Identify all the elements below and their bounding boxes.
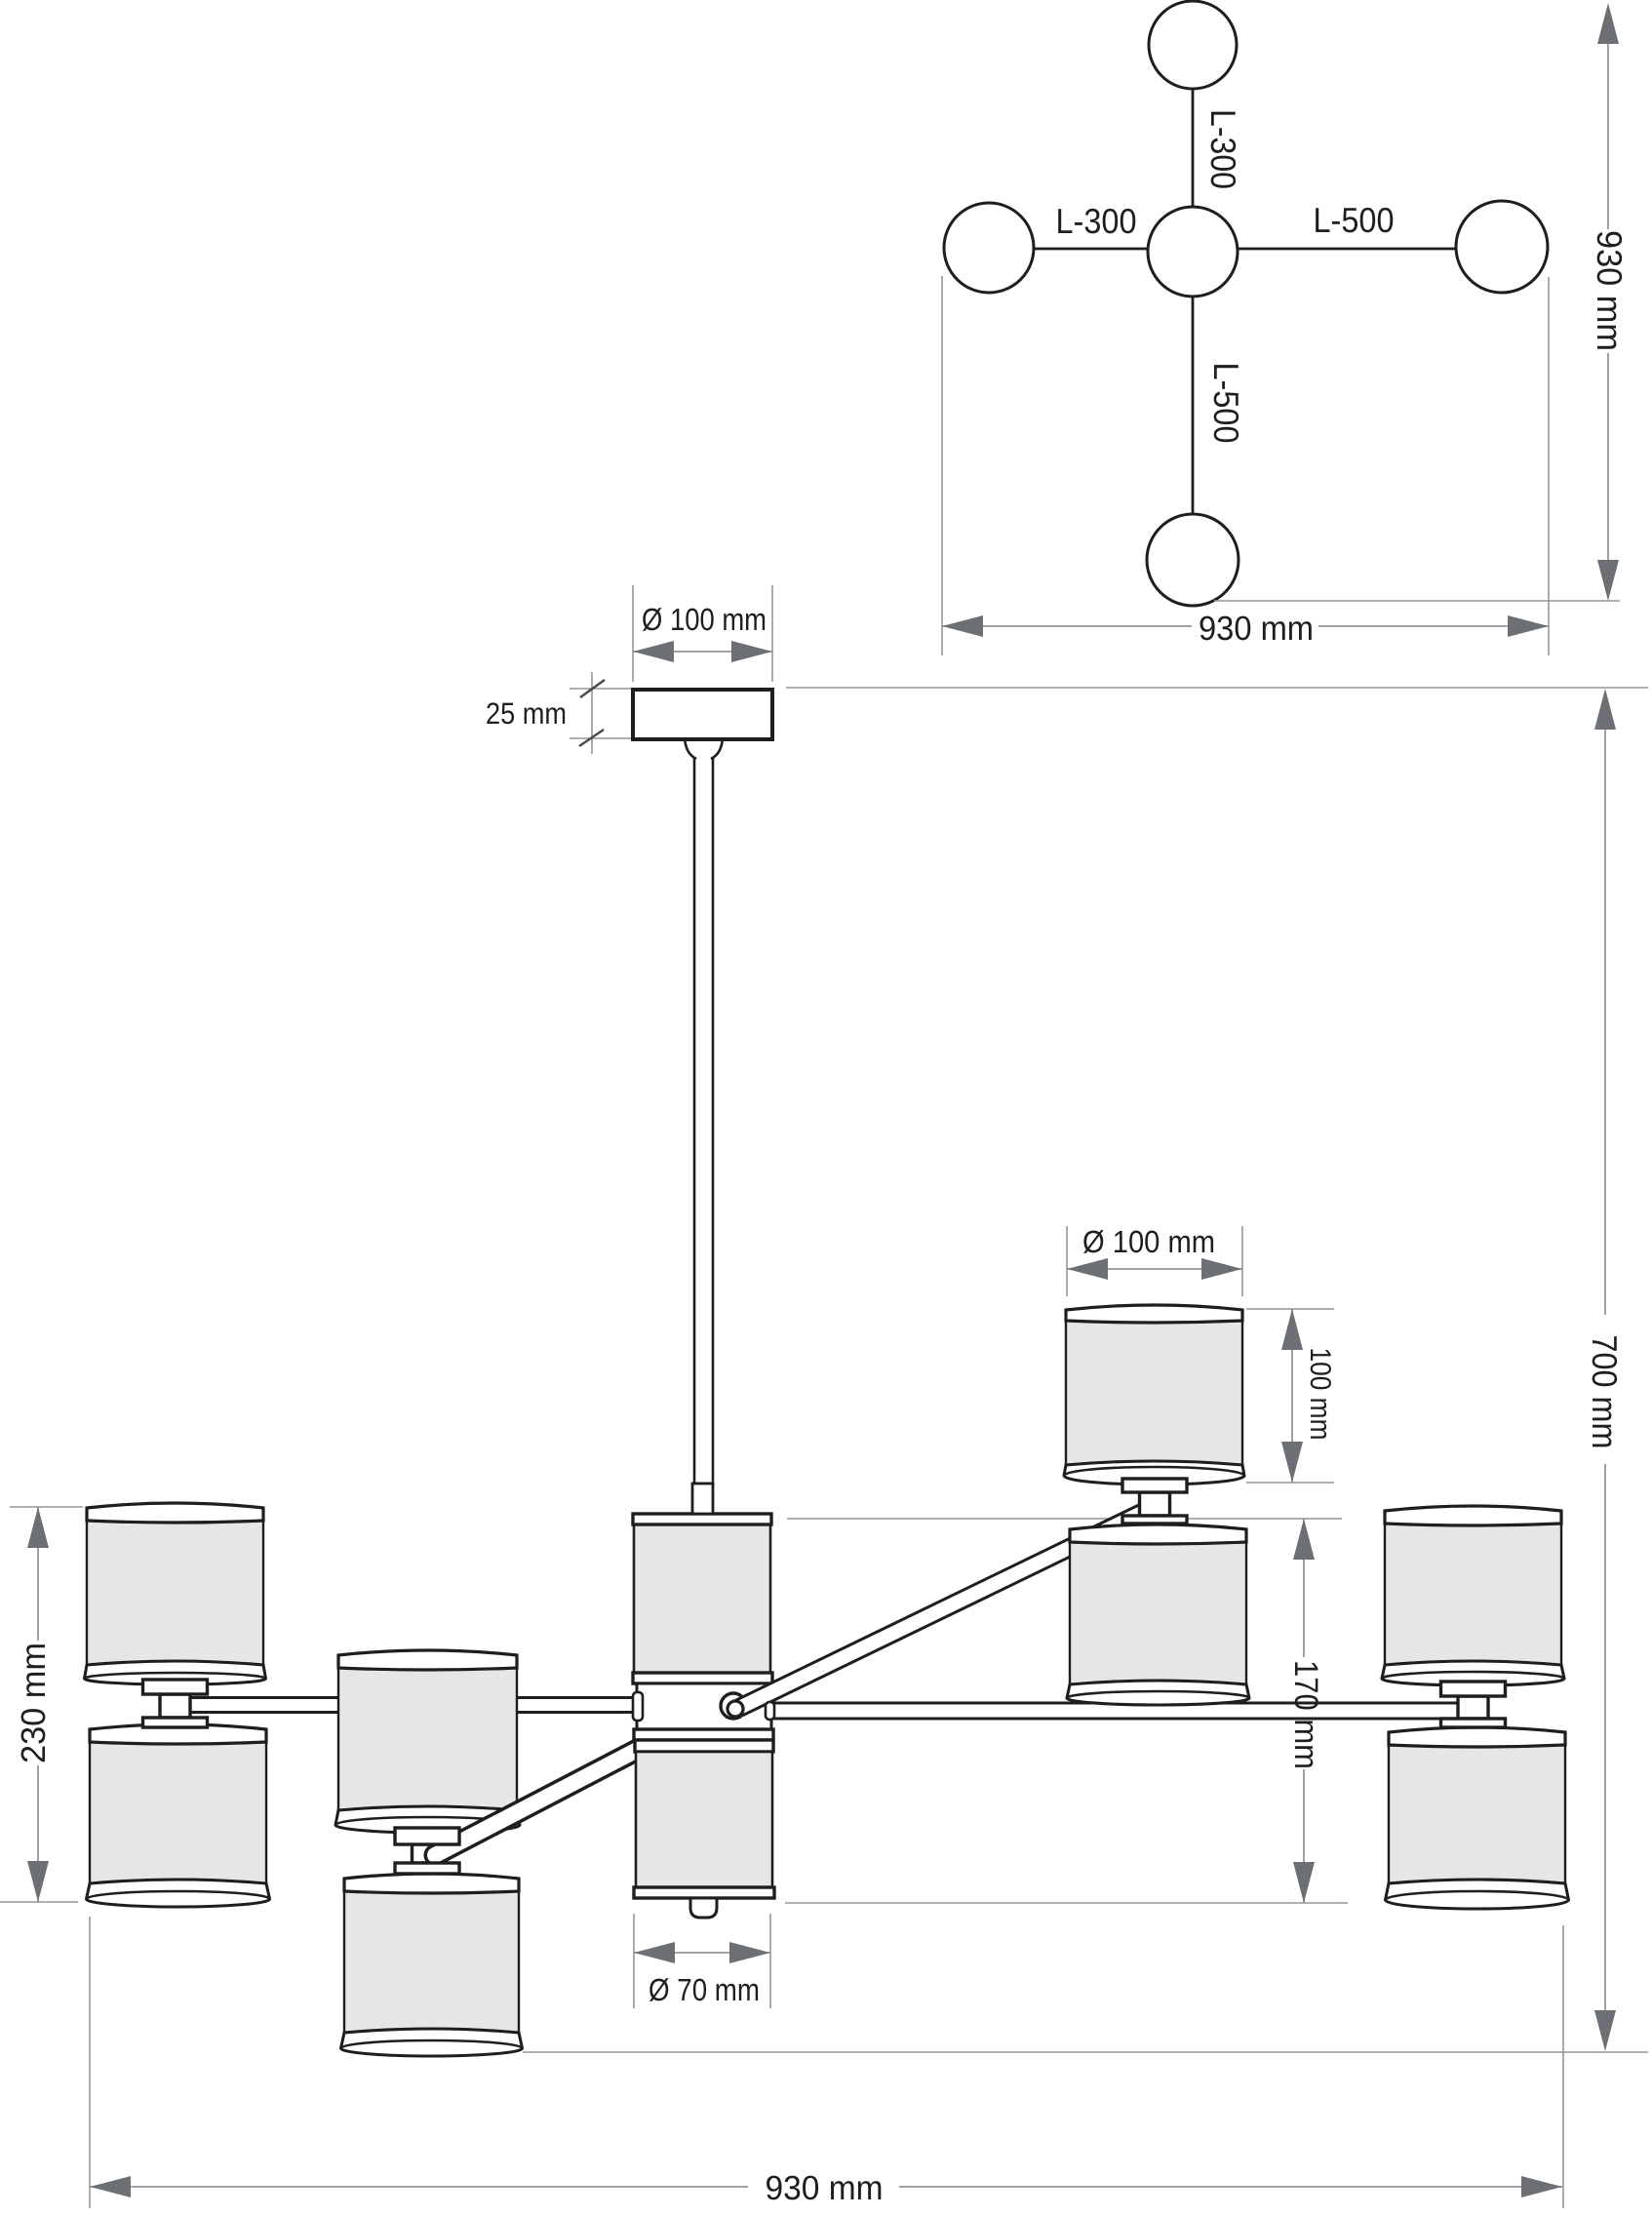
svg-text:930 mm: 930 mm: [1590, 230, 1630, 351]
svg-text:Ø 100 mm: Ø 100 mm: [642, 602, 767, 637]
svg-text:170 mm: 170 mm: [1287, 1660, 1324, 1769]
svg-text:930 mm: 930 mm: [1199, 610, 1314, 648]
svg-text:100 mm: 100 mm: [1304, 1348, 1336, 1441]
svg-text:L-300: L-300: [1203, 109, 1243, 189]
svg-text:700 mm: 700 mm: [1585, 1335, 1625, 1449]
svg-text:230 mm: 230 mm: [15, 1643, 53, 1763]
svg-text:L-500: L-500: [1206, 363, 1246, 444]
svg-text:Ø 100 mm: Ø 100 mm: [1082, 1224, 1215, 1259]
svg-text:L-500: L-500: [1314, 200, 1395, 240]
svg-text:Ø 70 mm: Ø 70 mm: [649, 1972, 760, 2007]
svg-text:930 mm: 930 mm: [766, 2169, 884, 2207]
svg-text:L-300: L-300: [1056, 201, 1137, 241]
svg-text:25 mm: 25 mm: [486, 696, 567, 731]
